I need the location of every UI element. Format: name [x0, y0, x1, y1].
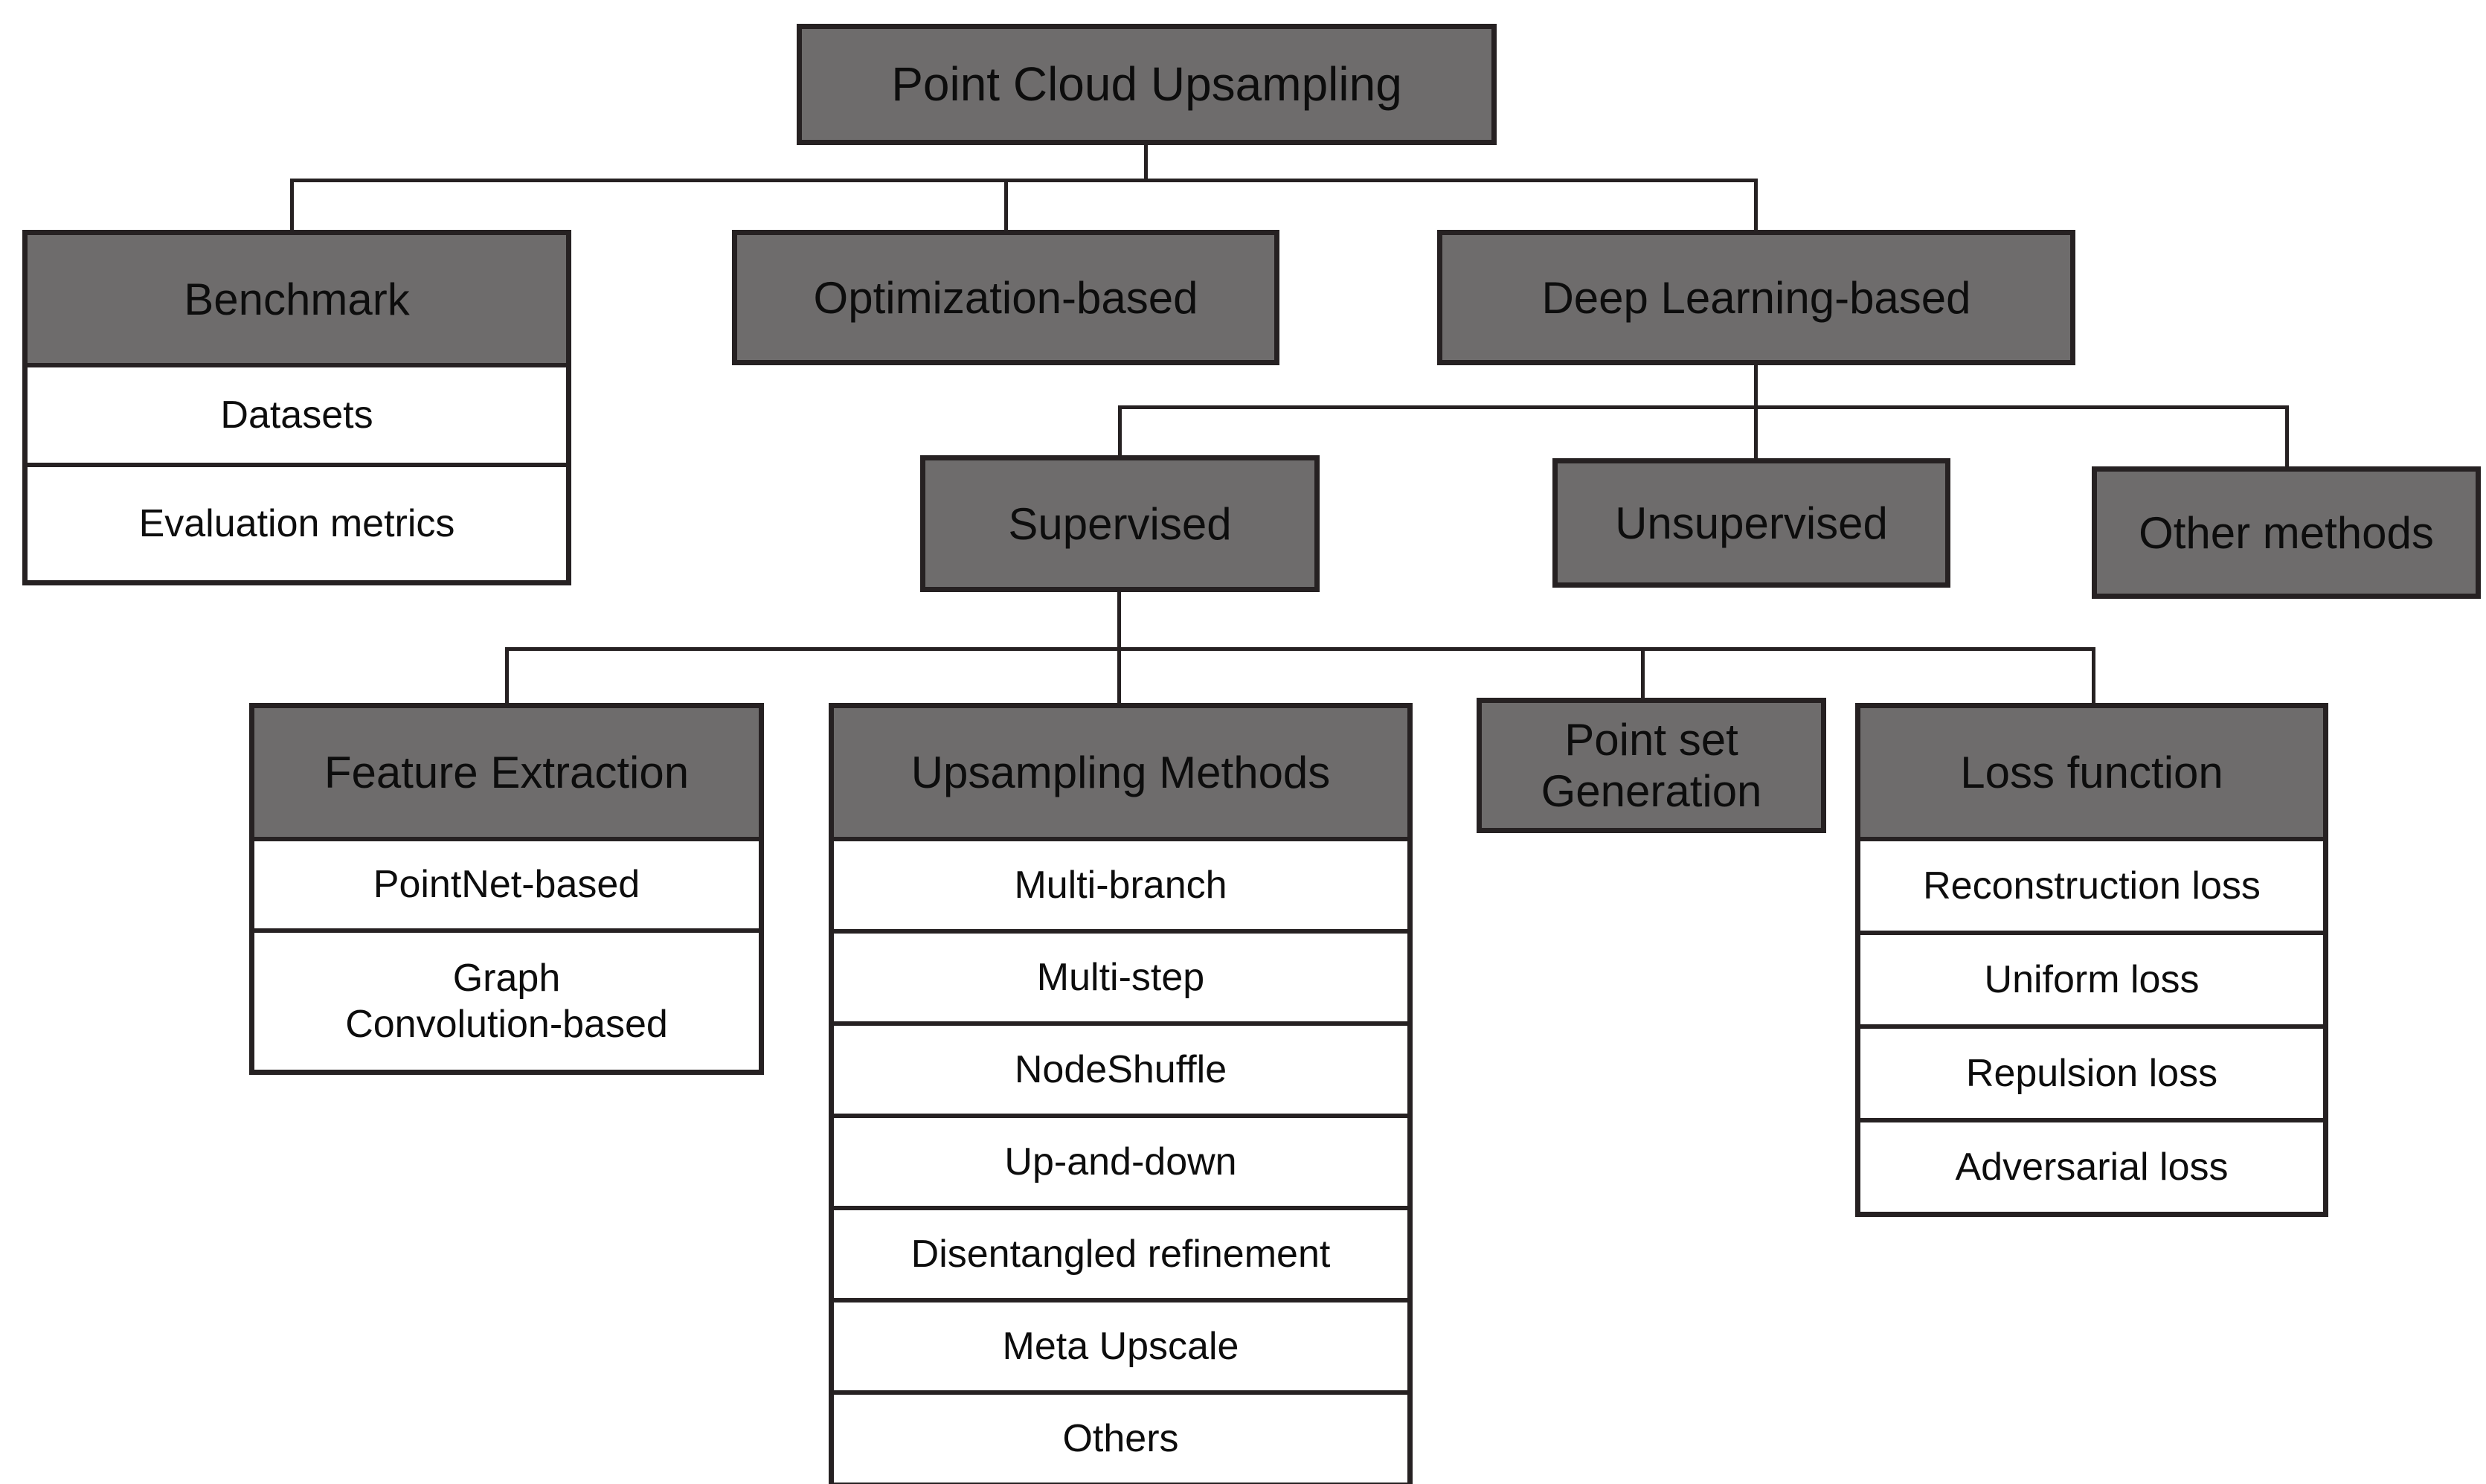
node-benchmark: Benchmark Datasets Evaluation metrics	[22, 230, 571, 585]
connector-deep-learning-drop	[1754, 365, 1758, 463]
node-graph-convolution-based: Graph Convolution-based	[254, 928, 759, 1070]
node-feature-extraction: Feature Extraction PointNet-based Graph …	[249, 703, 764, 1075]
node-adversarial-loss: Adversarial loss	[1860, 1118, 2323, 1212]
connector-root-drop	[1144, 145, 1148, 182]
node-upsampling-methods: Upsampling Methods Multi-branch Multi-st…	[829, 703, 1413, 1484]
node-label: Point set Generation	[1541, 715, 1762, 816]
node-point-cloud-upsampling: Point Cloud Upsampling	[797, 24, 1497, 145]
connector-other-methods-stub	[2285, 405, 2289, 471]
node-benchmark-header: Benchmark	[28, 235, 566, 363]
node-label: Optimization-based	[813, 272, 1198, 323]
node-label: Point Cloud Upsampling	[891, 57, 1402, 111]
node-datasets: Datasets	[28, 363, 566, 463]
connector-supervised-stub	[1118, 405, 1122, 460]
connector-benchmark-stub	[290, 179, 294, 234]
connector-level4-bar	[505, 647, 2095, 651]
node-loss-function-header: Loss function	[1860, 708, 2323, 837]
connector-level2-bar	[290, 179, 1758, 182]
node-disentangled-refinement: Disentangled refinement	[834, 1206, 1407, 1298]
node-other-methods: Other methods	[2092, 466, 2481, 599]
connector-level3-bar	[1118, 405, 2289, 409]
node-multi-branch: Multi-branch	[834, 837, 1407, 929]
node-label: Supervised	[1008, 498, 1232, 549]
connector-optimization-stub	[1004, 179, 1008, 234]
node-nodeshuffle: NodeShuffle	[834, 1021, 1407, 1114]
node-loss-function: Loss function Reconstruction loss Unifor…	[1855, 703, 2328, 1217]
node-optimization-based: Optimization-based	[732, 230, 1279, 365]
node-repulsion-loss: Repulsion loss	[1860, 1024, 2323, 1118]
connector-point-set-generation-stub	[1641, 647, 1645, 702]
node-supervised: Supervised	[920, 455, 1320, 592]
node-label: Deep Learning-based	[1541, 272, 1971, 323]
node-up-and-down: Up-and-down	[834, 1114, 1407, 1206]
connector-loss-function-stub	[2092, 647, 2095, 707]
node-upsampling-methods-header: Upsampling Methods	[834, 708, 1407, 837]
node-label: Other methods	[2139, 507, 2434, 558]
node-deep-learning-based: Deep Learning-based	[1437, 230, 2075, 365]
node-label: Unsupervised	[1615, 498, 1888, 548]
node-unsupervised: Unsupervised	[1552, 458, 1950, 588]
node-point-set-generation: Point set Generation	[1477, 698, 1826, 833]
node-feature-extraction-header: Feature Extraction	[254, 708, 759, 837]
node-multi-step: Multi-step	[834, 929, 1407, 1021]
node-reconstruction-loss: Reconstruction loss	[1860, 837, 2323, 931]
connector-deep-learning-stub	[1754, 179, 1758, 234]
node-uniform-loss: Uniform loss	[1860, 931, 2323, 1024]
node-others: Others	[834, 1390, 1407, 1483]
node-pointnet-based: PointNet-based	[254, 837, 759, 928]
node-evaluation-metrics: Evaluation metrics	[28, 463, 566, 580]
connector-feature-extraction-stub	[505, 647, 509, 707]
node-meta-upscale: Meta Upscale	[834, 1298, 1407, 1390]
